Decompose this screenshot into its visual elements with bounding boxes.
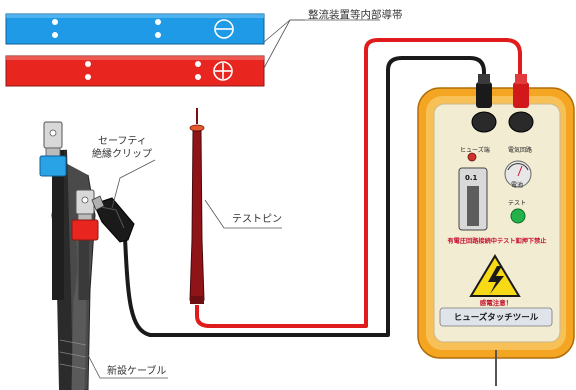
right-socket-label: 電気回路 xyxy=(508,147,533,154)
test-pin-label: テストピン xyxy=(232,214,282,225)
red-probe-socket xyxy=(508,74,534,133)
range-switch xyxy=(458,167,488,231)
cable-label: 新設ケーブル xyxy=(107,366,167,377)
switch-value: 0.1 xyxy=(465,174,478,182)
black-wire xyxy=(123,56,486,337)
busbar-leader-lines xyxy=(263,19,380,69)
blue-busbar xyxy=(5,13,265,45)
red-busbar xyxy=(5,55,265,87)
warning-text: 有電圧回路接続中テスト釦押下禁止 xyxy=(447,238,547,245)
high-voltage-warning-icon xyxy=(469,254,521,297)
product-nameplate xyxy=(439,307,553,327)
test-pin xyxy=(189,108,205,304)
button-label: テスト xyxy=(508,200,527,207)
fuse-touch-tool xyxy=(417,74,575,386)
plus-terminal-icon xyxy=(213,61,233,81)
blue-terminal-lug xyxy=(39,121,67,177)
left-socket-label: ヒューズ端 xyxy=(460,147,490,154)
test-button xyxy=(510,208,526,224)
busbar-label: 整流装置等内部導帯 xyxy=(308,9,403,21)
red-terminal-lug xyxy=(71,189,99,241)
minus-terminal-icon xyxy=(214,19,234,39)
label-leader-lines xyxy=(87,159,282,379)
caution-text: 感電注意！ xyxy=(479,299,513,307)
indicator-led xyxy=(467,152,477,162)
black-probe-socket xyxy=(471,74,497,133)
red-wire xyxy=(195,38,522,328)
safety-insulated-clip xyxy=(91,195,135,243)
clip-label-line2: 絶縁クリップ xyxy=(92,149,152,160)
meter-label: 電池 xyxy=(511,182,524,189)
battery-meter xyxy=(504,160,532,188)
product-name: ヒューズタッチツール xyxy=(453,313,539,323)
new-cable xyxy=(51,149,96,390)
clip-label-line1: セーフティ xyxy=(98,136,147,147)
